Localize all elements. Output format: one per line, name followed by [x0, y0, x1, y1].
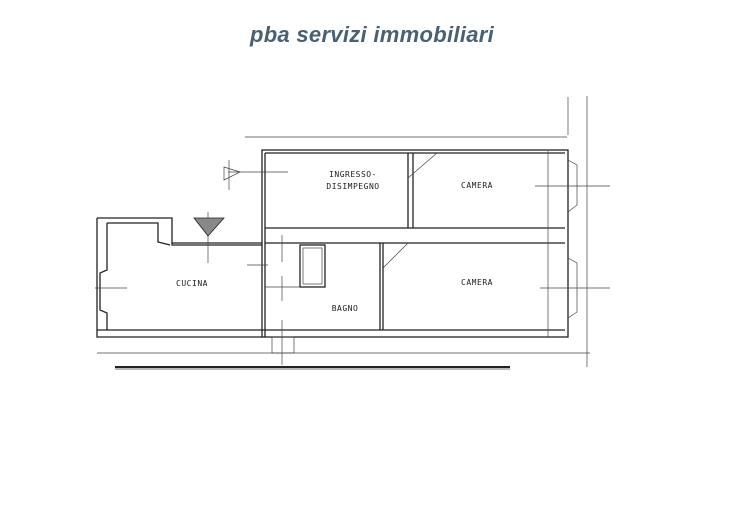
room-label-ingresso: INGRESSO- [329, 170, 377, 179]
company-title: pba servizi immobiliari [249, 22, 495, 47]
walls [95, 96, 610, 370]
entrance-arrow-icon [223, 166, 241, 181]
room-label-disimpegno: DISIMPEGNO [326, 182, 379, 191]
room-label-bagno: BAGNO [332, 304, 359, 313]
room-label-cucina: CUCINA [176, 279, 208, 288]
room-label-camera-2: CAMERA [461, 278, 493, 287]
north-arrow-icon [193, 217, 225, 237]
room-label-camera-1: CAMERA [461, 181, 493, 190]
